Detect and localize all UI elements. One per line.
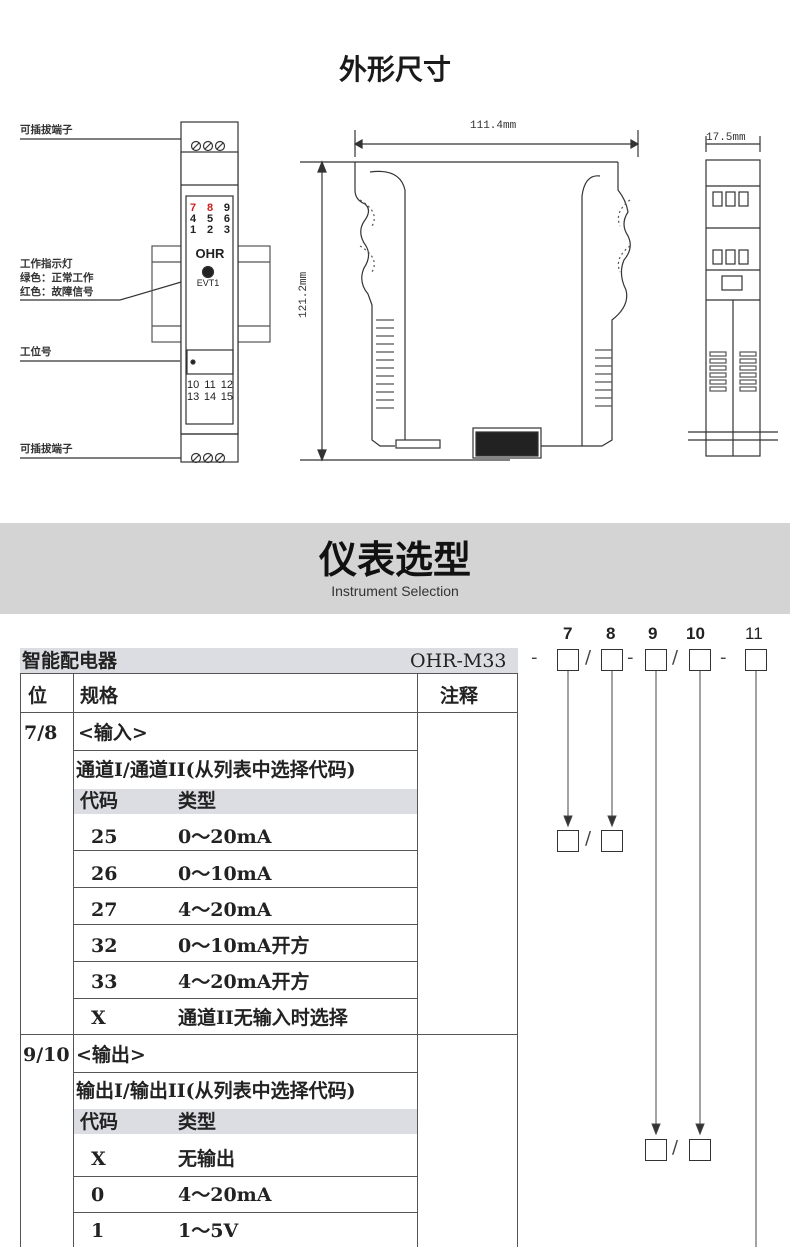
output-code-x: X bbox=[91, 1148, 106, 1170]
slash-1: / bbox=[585, 647, 592, 668]
header-spec: 规格 bbox=[80, 685, 119, 707]
output-code-box-2 bbox=[689, 1139, 711, 1161]
input-desc: 通道I/通道II(从列表中选择代码) bbox=[76, 759, 356, 781]
code-connectors bbox=[563, 671, 757, 1247]
dimension-drawings bbox=[20, 121, 778, 464]
input-type-32: 0～10mA开方 bbox=[178, 935, 310, 957]
input-slash: / bbox=[585, 828, 592, 849]
position-11: 11 bbox=[745, 624, 763, 643]
device-led-label: EVT1 bbox=[196, 278, 220, 288]
terminal-1: 1 bbox=[190, 224, 197, 236]
output-code-header: 代码 bbox=[80, 1111, 119, 1133]
terminal-6: 6 bbox=[223, 213, 230, 225]
input-code-header: 代码 bbox=[80, 790, 119, 812]
input-type-header: 类型 bbox=[178, 790, 217, 812]
header-pos: 位 bbox=[28, 685, 48, 707]
selection-title: 仪表选型 bbox=[318, 538, 471, 582]
output-type-0: 4～20mA bbox=[178, 1184, 272, 1206]
code-box-10 bbox=[689, 649, 711, 671]
output-title: <输出> bbox=[76, 1044, 146, 1066]
input-type-27: 4～20mA bbox=[178, 899, 272, 921]
position-10: 10 bbox=[686, 624, 705, 643]
code-box-9 bbox=[645, 649, 667, 671]
output-type-x: 无输出 bbox=[178, 1148, 236, 1170]
selection-subtitle: Instrument Selection bbox=[331, 583, 459, 599]
input-code-26: 26 bbox=[91, 863, 118, 885]
label-indicator-title: 工作指示灯 bbox=[20, 258, 73, 270]
height-dimension: 121.2mm bbox=[298, 271, 310, 318]
terminal-12: 12 bbox=[220, 379, 233, 391]
label-indicator-green: 绿色：正常工作 bbox=[20, 272, 94, 284]
position-9: 9 bbox=[648, 624, 658, 643]
output-pos: 9/10 bbox=[23, 1044, 70, 1066]
input-type-25: 0～20mA bbox=[178, 826, 272, 848]
device-brand: OHR bbox=[195, 246, 225, 261]
depth-dimension: 17.5mm bbox=[706, 132, 746, 144]
input-pos: 7/8 bbox=[24, 722, 58, 744]
product-name: 智能配电器 bbox=[22, 650, 118, 672]
selection-header-band bbox=[0, 523, 790, 614]
product-row-bg bbox=[20, 648, 518, 673]
terminal-11: 11 bbox=[204, 379, 216, 391]
dash-1: - bbox=[531, 647, 538, 668]
width-dimension: 111.4mm bbox=[470, 120, 517, 132]
terminal-14: 14 bbox=[203, 391, 217, 403]
code-box-8 bbox=[601, 649, 623, 671]
position-7: 7 bbox=[563, 624, 573, 643]
header-note: 注释 bbox=[440, 685, 479, 707]
terminal-10: 10 bbox=[187, 379, 200, 391]
terminal-3: 3 bbox=[223, 224, 230, 236]
terminal-9: 9 bbox=[223, 202, 230, 214]
output-type-header: 类型 bbox=[178, 1111, 217, 1133]
output-desc: 输出I/输出II(从列表中选择代码) bbox=[76, 1080, 356, 1102]
output-code-0: 0 bbox=[91, 1184, 105, 1206]
label-pluggable-terminal-bottom: 可插拔端子 bbox=[20, 443, 73, 455]
terminal-2: 2 bbox=[206, 224, 214, 236]
input-title: <输入> bbox=[78, 722, 148, 744]
terminal-8: 8 bbox=[206, 202, 214, 214]
terminal-numbers-bottom: 10 11 12 13 14 15 bbox=[187, 379, 233, 403]
output-code-header-bg bbox=[74, 1109, 417, 1134]
terminal-15: 15 bbox=[220, 391, 233, 403]
slash-2: / bbox=[672, 647, 679, 668]
terminal-5: 5 bbox=[206, 213, 214, 225]
label-station-no: 工位号 bbox=[20, 346, 52, 358]
input-code-33: 33 bbox=[91, 971, 118, 993]
code-box-7 bbox=[557, 649, 579, 671]
input-type-33: 4～20mA开方 bbox=[178, 971, 310, 993]
input-code-27: 27 bbox=[91, 899, 118, 921]
output-type-1: 1～5V bbox=[178, 1220, 239, 1242]
input-code-32: 32 bbox=[91, 935, 118, 957]
output-code-1: 1 bbox=[91, 1220, 105, 1242]
code-box-11 bbox=[745, 649, 767, 671]
input-code-header-bg bbox=[74, 789, 417, 814]
terminal-numbers-top: 7 8 9 4 5 6 1 2 3 bbox=[190, 203, 230, 236]
output-code-box-1 bbox=[645, 1139, 667, 1161]
label-pluggable-terminal-top: 可插拔端子 bbox=[20, 124, 73, 136]
input-code-x: X bbox=[91, 1007, 106, 1029]
output-slash: / bbox=[672, 1137, 679, 1158]
input-code-25: 25 bbox=[91, 826, 118, 848]
dash-3: - bbox=[720, 647, 727, 668]
position-8: 8 bbox=[606, 624, 616, 643]
input-code-box-2 bbox=[601, 830, 623, 852]
terminal-13: 13 bbox=[187, 391, 200, 403]
terminal-7: 7 bbox=[190, 202, 197, 214]
input-type-x: 通道II无输入时选择 bbox=[178, 1007, 348, 1029]
dimensions-title: 外形尺寸 bbox=[338, 53, 451, 86]
input-type-26: 0～10mA bbox=[178, 863, 272, 885]
terminal-4: 4 bbox=[190, 213, 197, 225]
input-code-box-1 bbox=[557, 830, 579, 852]
product-model: OHR-M33 bbox=[410, 650, 507, 672]
label-indicator-red: 红色：故障信号 bbox=[20, 286, 94, 298]
dash-2: - bbox=[627, 647, 634, 668]
